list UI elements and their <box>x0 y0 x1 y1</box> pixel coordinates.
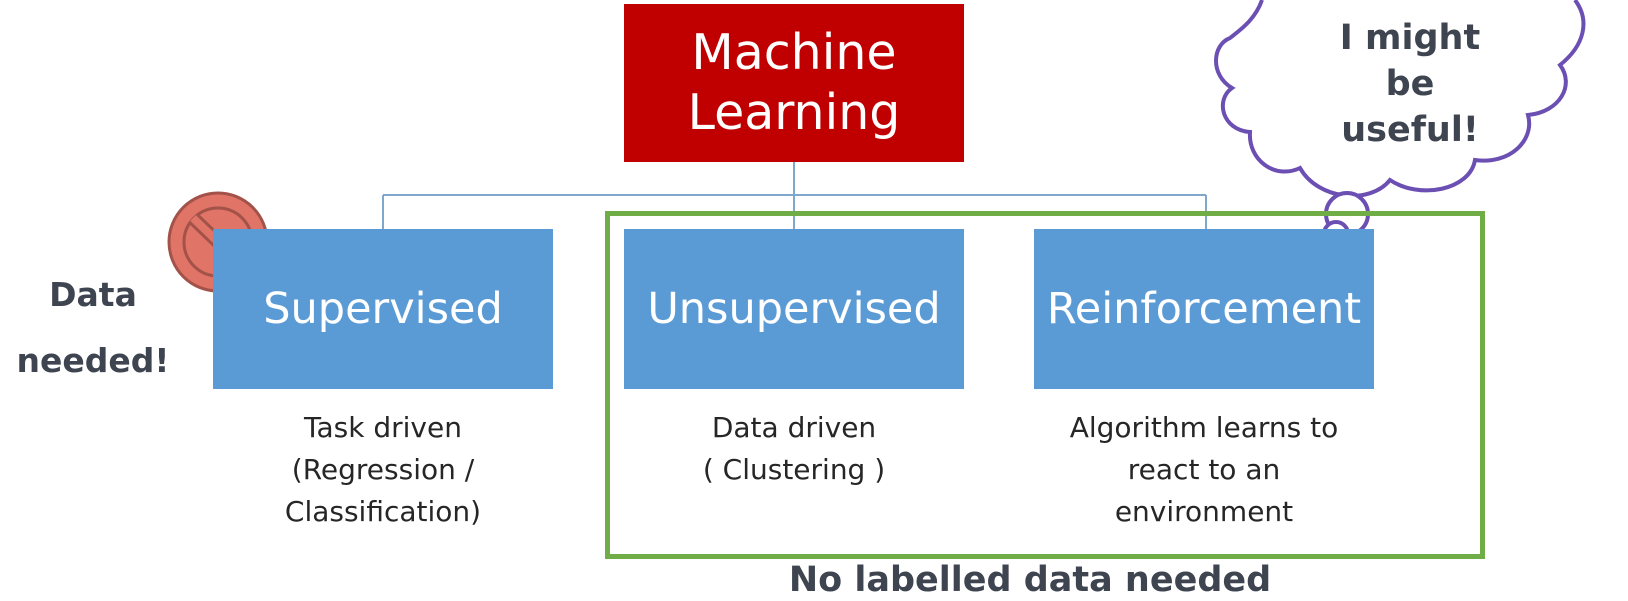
unsupervised-box: Unsupervised <box>624 229 964 389</box>
unsupervised-description: Data driven ( Clustering ) <box>702 411 886 486</box>
reinforcement-description: Algorithm learns to react to an environm… <box>1069 411 1339 528</box>
tree-connectors <box>382 162 1207 229</box>
thought-bubble-text: I might be useful! <box>1339 18 1481 150</box>
data-needed-label: Data needed! <box>16 275 170 380</box>
supervised-description: Task driven (Regression / Classification… <box>284 411 482 528</box>
reinforcement-box: Reinforcement <box>1034 229 1374 389</box>
supervised-label: Supervised <box>263 284 503 334</box>
supervised-box: Supervised <box>213 229 553 389</box>
reinforcement-label: Reinforcement <box>1046 284 1362 334</box>
unsupervised-label: Unsupervised <box>647 284 941 334</box>
machine-learning-label: Machine Learning <box>687 24 901 141</box>
unlabelled-group-frame <box>605 211 1485 559</box>
no-labelled-data-label: No labelled data needed <box>788 560 1272 600</box>
machine-learning-box: Machine Learning <box>624 4 964 162</box>
